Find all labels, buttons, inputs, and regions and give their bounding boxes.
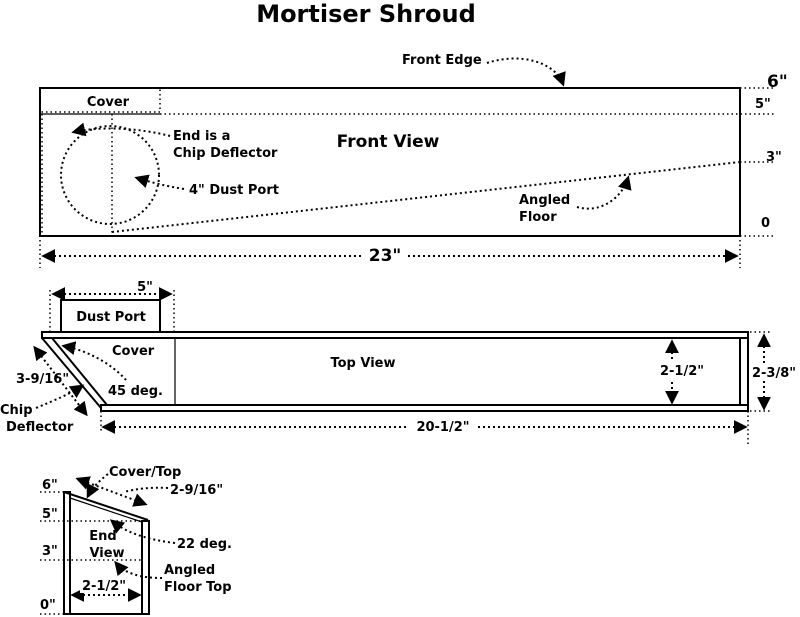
front-edge-arrow [486, 57, 566, 87]
top-view-front-wall [100, 404, 749, 412]
dust-port-label: 4" Dust Port [189, 183, 279, 198]
inner-width-bg [656, 362, 708, 379]
height-3-label: 3" [766, 150, 782, 165]
end-h6-label: 6" [42, 478, 58, 493]
end-h3-label: 3" [42, 544, 58, 559]
top-view-right-wall [739, 337, 749, 406]
end-view-front-wall [141, 520, 150, 615]
inner-width-label: 2-1/2" [660, 364, 704, 379]
end-note-line2: Chip Deflector [173, 146, 278, 161]
top-view-label: Top View [330, 356, 395, 371]
top-view-back-wall [41, 331, 749, 339]
floor-top-arrow [114, 560, 163, 579]
front-view: Cover Front View Front Edge End is a Chi… [39, 53, 788, 268]
end-h0-label: 0" [40, 598, 56, 613]
outer-width-label: 2-3/8" [752, 366, 796, 381]
dust-port-arrow [134, 174, 185, 190]
chip-arrow [35, 384, 85, 409]
end-view-top-slope-inner [69, 497, 143, 523]
end-view-top-slope [63, 491, 149, 521]
width5-label: 5" [137, 280, 153, 295]
end-view-label2: View [89, 546, 124, 561]
end-angle-label: 22 deg. [177, 537, 232, 552]
chip-label1: Chip [0, 403, 33, 418]
cover-outline [39, 87, 161, 113]
cover-len-leader [123, 486, 169, 493]
end-view-label1: End [89, 529, 116, 544]
angled-floor-arrow [576, 175, 632, 210]
end-angle-arrow [109, 519, 176, 544]
front-edge-label: Front Edge [402, 53, 482, 68]
cover-top-label: Cover/Top [109, 465, 181, 480]
top-cover-label: Cover [112, 344, 155, 359]
angle-45-label: 45 deg. [108, 384, 163, 399]
end-note-line1: End is a [173, 129, 230, 144]
page-title: Mortiser Shroud [256, 0, 476, 28]
chip-label2: Deflector [6, 420, 74, 435]
top-view: Dust Port 5" Cover Top View 45 deg. 3-9/… [0, 280, 798, 446]
length2-label: 20-1/2" [416, 420, 469, 435]
cover-top-arrow [86, 473, 109, 499]
floor-top-label1: Angled [164, 563, 215, 578]
dust-port-box-label: Dust Port [76, 310, 146, 325]
height-6-label: 6" [767, 72, 788, 92]
outer-width-bg [752, 364, 798, 380]
end-width-label: 2-1/2" [82, 579, 126, 594]
height-5-label: 5" [755, 97, 771, 112]
floor-top-label2: Floor Top [164, 580, 232, 595]
angled-floor-label2: Floor [519, 210, 557, 225]
end-note-arrow [71, 122, 171, 137]
end-width-bg [80, 578, 128, 593]
angled-floor-label1: Angled [519, 193, 570, 208]
front-view-outline [39, 87, 741, 237]
dust-port-circle [60, 125, 160, 225]
height-0-label: 0 [761, 216, 770, 231]
offset-label: 3-9/16" [16, 372, 69, 387]
offset-dim [33, 345, 88, 417]
length-label: 23" [369, 246, 402, 266]
end-view-back-wall [63, 491, 71, 615]
end-h5-label: 5" [42, 507, 58, 522]
cover-len-label: 2-9/16" [170, 483, 223, 498]
cover-len-dim [75, 476, 148, 507]
front-view-label: Front View [337, 132, 440, 152]
angled-floor-line [111, 161, 741, 233]
end-view: 6" 5" 3" 0" End View Cover/Top 2-9/16" 2… [40, 465, 232, 615]
cover-label: Cover [87, 95, 130, 110]
